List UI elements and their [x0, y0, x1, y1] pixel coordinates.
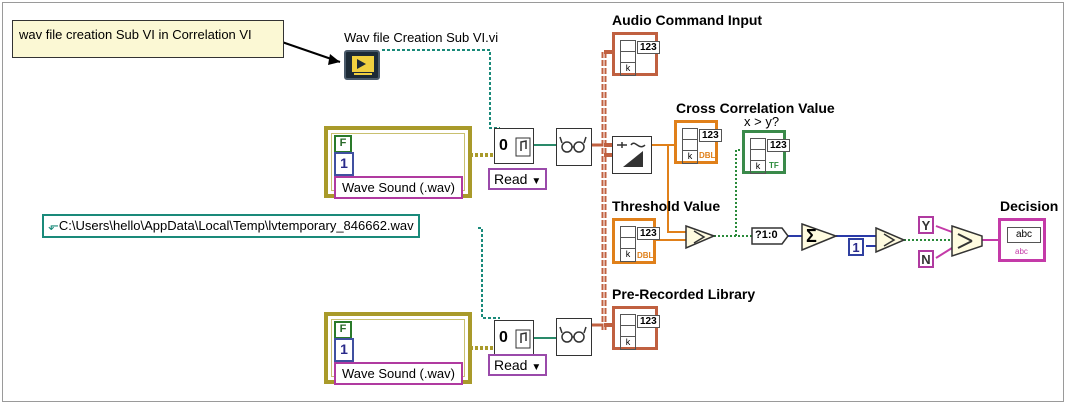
comment-arrowhead — [328, 54, 340, 65]
numeric-constant-one[interactable]: 1 — [848, 238, 864, 256]
open-zero-bottom: 0 — [499, 329, 508, 346]
compare-gt2-glyph — [883, 233, 896, 247]
glasses-icon — [559, 326, 587, 343]
mode-ring-bottom-label: Read — [494, 357, 528, 373]
cross-correlation-label: Cross Correlation Value — [676, 100, 835, 116]
cluster-constant-bottom[interactable]: F 1 Wave Sound (.wav) — [324, 312, 472, 385]
comment-text: wav file creation Sub VI in Correlation … — [19, 27, 252, 42]
sound-read-function-bottom[interactable] — [556, 318, 592, 356]
numeric-type-badge: 123 — [637, 315, 660, 328]
mode-ring-bottom[interactable]: Read ▼ — [488, 354, 548, 376]
wire-compare-branch — [735, 149, 742, 236]
audio-command-indicator[interactable]: k 123 — [612, 32, 660, 76]
tf-type-badge: TF — [769, 161, 779, 170]
pre-recorded-label: Pre-Recorded Library — [612, 286, 756, 302]
array-index-grid: k — [620, 40, 636, 76]
bool-constant-bottom: F — [334, 321, 352, 339]
compare-gt2-shape — [875, 226, 906, 254]
numeric-constant-top: 1 — [334, 152, 354, 176]
cross-correlation-function[interactable] — [612, 136, 652, 174]
file-path-text: C:\Users\hello\AppData\Local\Temp\lvtemp… — [58, 218, 414, 233]
cross-correlation-indicator[interactable]: k 123 DBL — [674, 120, 722, 164]
sound-open-function-bottom[interactable]: 0 — [494, 320, 534, 356]
chevron-down-icon: ▼ — [531, 362, 542, 373]
mode-ring-top[interactable]: Read ▼ — [488, 168, 548, 190]
numeric-type-badge: 123 — [767, 139, 790, 152]
chevron-down-icon: ▼ — [531, 176, 542, 187]
array-index-grid: k — [620, 314, 636, 350]
correlation-icon — [617, 142, 646, 167]
mode-ring-top-label: Read — [494, 171, 528, 187]
select-function-glyph — [957, 233, 973, 249]
wire-xcorr-out — [650, 144, 686, 233]
numeric-constant-bottom: 1 — [334, 338, 354, 362]
bool-to-num-label: ?1:0 — [755, 229, 778, 241]
sound-open-function-top[interactable]: 0 — [494, 128, 534, 164]
array-index-grid: k — [750, 138, 766, 174]
array-index-grid: k — [620, 226, 636, 262]
audio-command-label: Audio Command Input — [612, 12, 763, 28]
select-function-shape — [951, 224, 983, 258]
subvi-icon[interactable] — [344, 50, 380, 80]
open-zero-top: 0 — [499, 137, 508, 154]
compare-label: x > y? — [744, 114, 780, 129]
music-note-icon — [515, 329, 531, 349]
diagram-frame — [2, 2, 1064, 402]
sound-read-function-top[interactable] — [556, 128, 592, 166]
comment-note: wav file creation Sub VI in Correlation … — [12, 20, 284, 58]
compare-gt-shape — [685, 224, 717, 250]
glasses-icon — [559, 136, 587, 153]
bool-constant-top: F — [334, 135, 352, 153]
array-index-grid: k — [682, 128, 698, 164]
music-note-icon — [515, 137, 531, 157]
numeric-type-badge: 123 — [637, 41, 660, 54]
threshold-label: Threshold Value — [612, 198, 721, 214]
decision-indicator[interactable]: abc abc — [998, 218, 1046, 262]
cluster-constant-top[interactable]: F 1 Wave Sound (.wav) — [324, 126, 472, 199]
compare-gt-glyph — [693, 230, 706, 244]
dbl-type-badge: DBL — [699, 151, 716, 160]
sum-glyph: Σ — [806, 226, 817, 246]
path-icon: ⬐ — [48, 218, 59, 233]
subvi-label: Wav file Creation Sub VI.vi — [344, 30, 499, 45]
decision-abc-sub: abc — [1015, 247, 1028, 256]
wire-yes — [935, 225, 953, 233]
wire-path — [478, 227, 500, 319]
dbl-type-badge: DBL — [637, 251, 654, 260]
decision-abc-badge: abc — [1007, 227, 1041, 243]
string-constant-yes[interactable]: Y — [918, 216, 934, 234]
threshold-control[interactable]: k 123 DBL — [612, 218, 660, 264]
play-icon — [352, 56, 374, 75]
wire-no — [935, 247, 953, 259]
wire-subvi-out — [382, 49, 500, 129]
string-constant-no[interactable]: N — [918, 250, 934, 268]
bool-to-num-shape — [751, 227, 789, 245]
string-constant-bottom: Wave Sound (.wav) — [334, 362, 463, 385]
numeric-type-badge: 123 — [637, 227, 660, 240]
numeric-type-badge: 123 — [699, 129, 722, 142]
decision-label: Decision — [1000, 198, 1059, 214]
file-path-constant[interactable]: ⬐C:\Users\hello\AppData\Local\Temp\lvtem… — [42, 214, 420, 238]
compare-result-indicator[interactable]: k 123 TF — [742, 130, 790, 174]
sum-shape — [801, 222, 839, 252]
pre-recorded-indicator[interactable]: k 123 — [612, 306, 660, 350]
string-constant-top: Wave Sound (.wav) — [334, 176, 463, 199]
